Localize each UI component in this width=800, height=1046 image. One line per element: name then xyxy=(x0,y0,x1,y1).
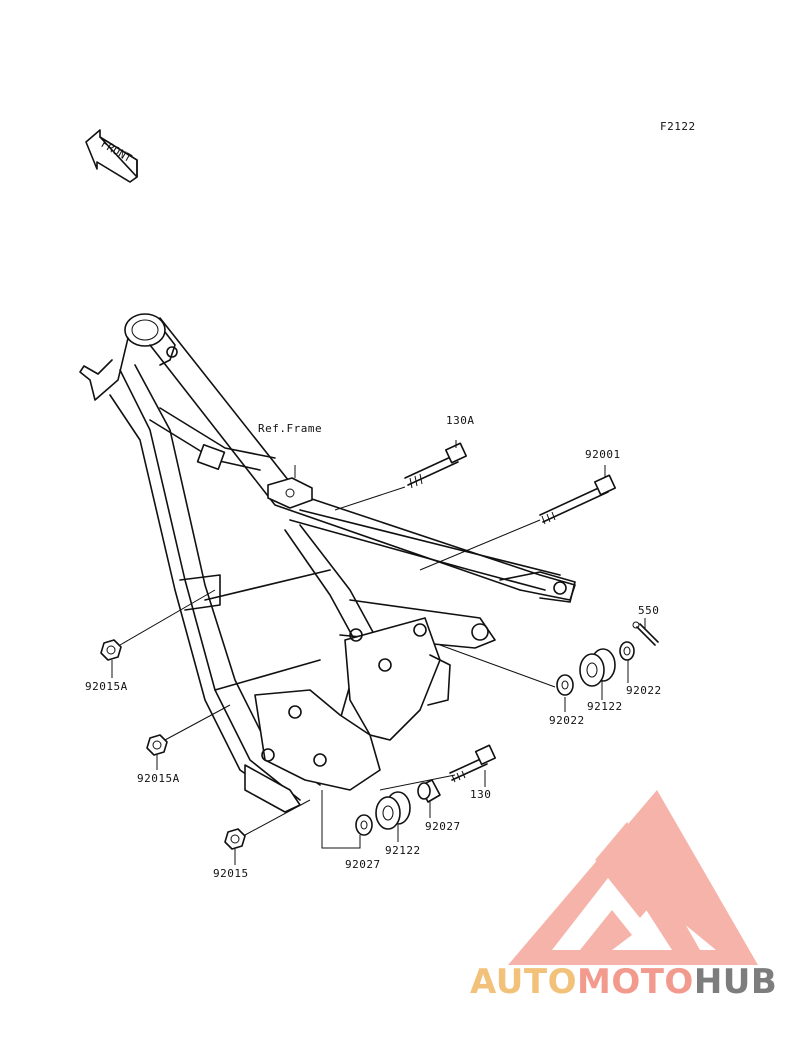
part-label-92015[interactable]: 92015 xyxy=(213,867,249,880)
nut-92015A-lower-icon xyxy=(146,734,168,756)
part-label-92015A-upper[interactable]: 92015A xyxy=(85,680,128,693)
diagram-code: F2122 xyxy=(660,120,696,133)
part-label-92022-right[interactable]: 92022 xyxy=(626,684,662,697)
part-label-130A[interactable]: 130A xyxy=(446,414,475,427)
watermark-moto: MOTO xyxy=(576,962,694,1002)
washer-92022-right-icon xyxy=(619,641,635,661)
part-label-92001[interactable]: 92001 xyxy=(585,448,621,461)
bushing-92122-lower-icon xyxy=(375,791,411,830)
washer-92022-icon xyxy=(556,674,574,696)
part-label-92122-lower[interactable]: 92122 xyxy=(385,844,421,857)
bolt-130A-icon xyxy=(404,442,468,489)
bushing-92122-upper-icon xyxy=(579,648,616,687)
part-label-550[interactable]: 550 xyxy=(638,604,660,617)
part-label-92027-right[interactable]: 92027 xyxy=(425,820,461,833)
part-label-92022-left[interactable]: 92022 xyxy=(549,714,585,727)
nut-92015-icon xyxy=(224,828,246,850)
collar-92027-left-icon xyxy=(355,814,373,836)
ref-frame-label: Ref.Frame xyxy=(258,422,323,435)
bolt-130-icon xyxy=(449,744,497,783)
part-label-92015A-lower[interactable]: 92015A xyxy=(137,772,180,785)
nut-92015A-upper-icon xyxy=(100,639,122,661)
watermark-text: AUTOMOTOHUB xyxy=(470,962,777,1002)
watermark-logo-icon xyxy=(508,790,758,965)
part-label-130[interactable]: 130 xyxy=(470,788,492,801)
part-label-92122-upper[interactable]: 92122 xyxy=(587,700,623,713)
leader-lines xyxy=(111,440,646,865)
collar-92027-right-icon xyxy=(417,779,441,803)
bolt-92001-icon xyxy=(539,474,617,525)
watermark-auto: AUTO xyxy=(470,962,577,1002)
watermark-hub: HUB xyxy=(693,962,778,1002)
part-label-92027-left[interactable]: 92027 xyxy=(345,858,381,871)
pin-550-icon xyxy=(632,621,659,646)
front-arrow-icon: FRONT xyxy=(85,129,138,183)
motorcycle-frame xyxy=(79,313,576,813)
